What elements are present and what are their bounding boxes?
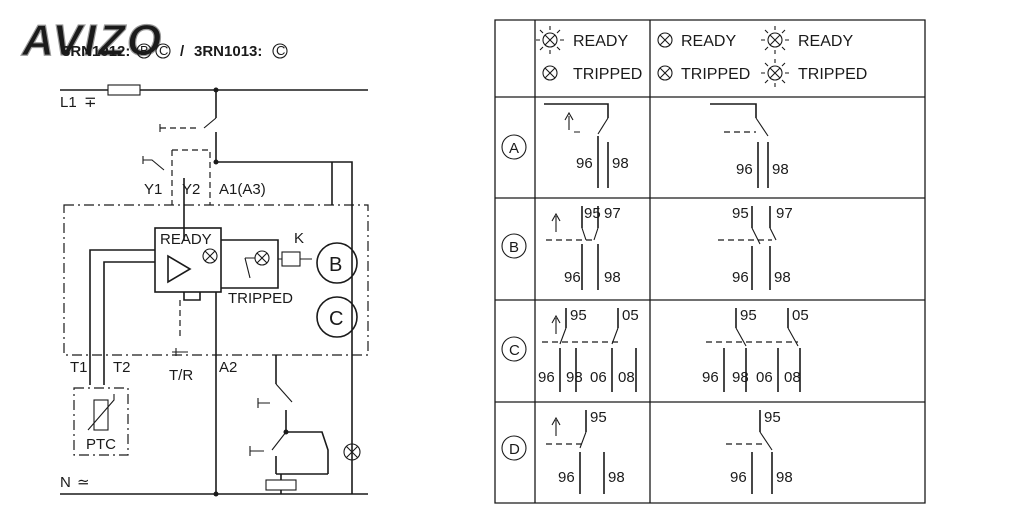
c-tripped-08: 08 [784,369,801,386]
c-tripped-96: 96 [702,369,719,386]
watermark-logo: AVIZO [21,16,163,65]
label-tr: T/R [169,367,193,384]
title-variant-c-2: C [276,43,285,58]
label-a1: A1(A3) [219,181,266,198]
header-tripped-2a: TRIPPED [681,66,750,83]
ready-lamp-off-icon [657,32,673,48]
c-tripped-98: 98 [732,369,749,386]
n-label: N [60,474,71,491]
label-t1: T1 [70,359,88,376]
header-col2: READY READY TRIPPED TRIPPED [657,26,867,87]
block-b-label: B [329,254,342,276]
b-ready-97: 97 [604,205,621,222]
label-ready: READY [160,231,212,248]
row-b: B [501,233,527,259]
d-tripped-98: 98 [776,469,793,486]
relay-module [154,227,222,293]
b-ready-95: 95 [584,205,601,222]
title-separator: / [180,43,185,60]
title: 3RN1012: B C / 3RN1013: C [62,43,288,60]
block-b [316,242,358,284]
label-t2: T2 [113,359,131,376]
d-ready-96: 96 [558,469,575,486]
l1-label: L1 [60,94,77,111]
c-ready-08: 08 [618,369,635,386]
c-tripped-05: 05 [792,307,809,324]
c-ready-98: 98 [566,369,583,386]
header-ready-2b: READY [798,33,853,50]
c-tripped-06: 06 [756,369,773,386]
signal-lamp [343,443,361,461]
l1-symbol: ∓ [84,94,97,111]
b-ready-98: 98 [604,269,621,286]
row-c: C [501,336,527,362]
title-model-a: 3RN1012: [62,43,130,60]
row-b-ready-contacts: 95 97 96 98 [546,205,621,290]
row-c-tripped-contacts: 95 05 96 98 06 08 [702,307,809,392]
c-ready-05: 05 [622,307,639,324]
coil-k [281,251,301,267]
row-b-label: B [509,239,519,256]
header-tripped-1: TRIPPED [573,66,642,83]
title-variant-c: C [159,43,168,58]
ptc-thermistor [93,399,109,431]
d-ready-95: 95 [590,409,607,426]
label-ptc: PTC [86,436,116,453]
a-tripped-96: 96 [736,161,753,178]
label-y2: Y2 [182,181,200,198]
header-tripped-2b: TRIPPED [798,66,867,83]
fuse [107,84,141,96]
header-ready-2a: READY [681,33,736,50]
label-a2: A2 [219,359,237,376]
b-tripped-95: 95 [732,205,749,222]
row-d-label: D [509,441,520,458]
c-ready-96: 96 [538,369,555,386]
label-y1: Y1 [144,181,162,198]
row-a: A [501,134,527,160]
title-variant-b: B [140,43,149,58]
ready-lamp [202,248,218,264]
tripped-lamp-lit-icon [761,59,789,87]
row-b-tripped-contacts: 95 97 96 98 [718,205,793,290]
contactor-coil [265,479,297,491]
c-ready-06: 06 [590,369,607,386]
c-tripped-95: 95 [740,307,757,324]
label-tripped: TRIPPED [228,290,293,307]
row-d-ready-contacts: 95 96 98 [546,409,625,494]
row-a-ready-contacts: 96 98 [544,103,629,188]
b-tripped-97: 97 [776,205,793,222]
header-ready-1: READY [573,33,628,50]
row-c-ready-contacts: 95 05 96 98 06 08 [538,307,639,392]
b-tripped-96: 96 [732,269,749,286]
d-tripped-96: 96 [730,469,747,486]
row-a-label: A [509,140,519,157]
row-d-tripped-contacts: 95 96 98 [726,409,793,494]
ready-lamp-lit-icon-2 [761,26,789,54]
d-tripped-95: 95 [764,409,781,426]
tripped-lamp-off-icon [542,65,558,81]
block-c [316,296,358,338]
a-tripped-98: 98 [772,161,789,178]
title-model-b: 3RN1013: [194,43,262,60]
schematic: L1 ∓ N ≃ Y1 Y2 A1(A3) READY [60,84,369,497]
b-ready-96: 96 [564,269,581,286]
d-ready-98: 98 [608,469,625,486]
label-k: K [294,230,304,247]
row-a-tripped-contacts: 96 98 [710,103,789,188]
ready-lamp-lit-icon [536,26,564,54]
state-table: READY TRIPPED READY READY TRIPPE [494,19,926,504]
c-ready-95: 95 [570,307,587,324]
tripped-lamp-off-icon-2 [657,65,673,81]
block-c-label: C [329,308,343,330]
a-ready-98: 98 [612,155,629,172]
b-tripped-98: 98 [774,269,791,286]
a-ready-96: 96 [576,155,593,172]
n-symbol: ≃ [77,474,90,491]
row-d: D [501,435,527,461]
header-col1: READY TRIPPED [536,26,642,83]
amplifier-triangle [167,254,192,284]
row-c-label: C [509,342,520,359]
